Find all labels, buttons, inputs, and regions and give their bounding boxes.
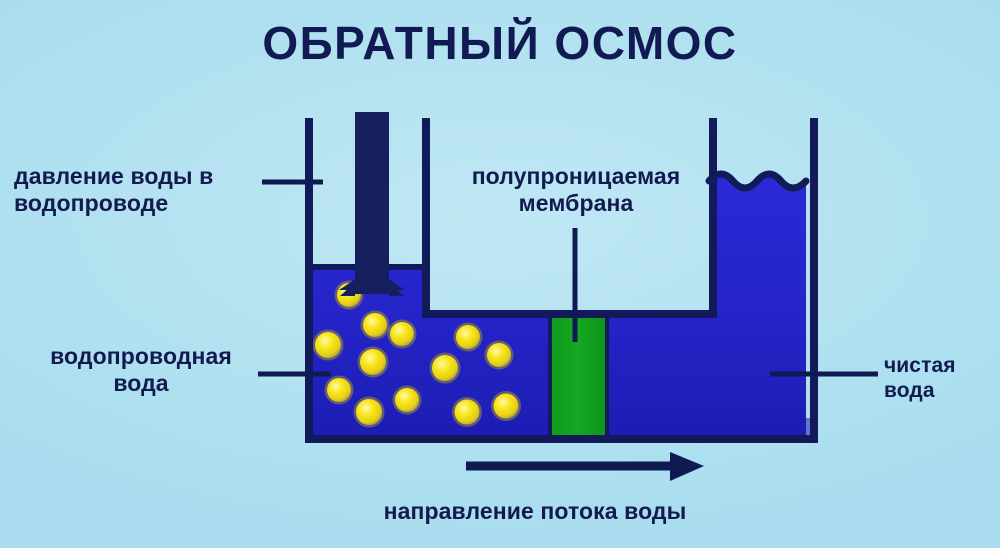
particle	[315, 332, 341, 358]
particle	[487, 343, 511, 367]
pressure-arrow	[339, 112, 405, 296]
particle	[356, 399, 382, 425]
label-water-pressure-line2: водопроводе	[14, 190, 169, 217]
membrane-body[interactable]	[548, 311, 609, 439]
label-water-pressure: давление воды в водопроводе	[14, 163, 266, 217]
label-tap-water-line2: вода	[113, 370, 169, 397]
particle	[327, 378, 351, 402]
particle	[360, 349, 386, 375]
semipermeable-membrane[interactable]	[548, 311, 609, 439]
particle	[456, 325, 480, 349]
particle	[432, 355, 458, 381]
flow-direction-arrow	[466, 452, 704, 481]
label-membrane-line2: мембрана	[518, 190, 634, 217]
pressure-arrow-shaft	[355, 112, 389, 294]
label-semipermeable-membrane: полупроницаемая мембрана	[440, 163, 712, 217]
page-title: ОБРАТНЫЙ ОСМОС	[262, 17, 738, 69]
leader-lines	[258, 179, 878, 377]
label-flow-direction: направление потока воды	[383, 498, 687, 524]
label-tap-water-line1: водопроводная	[50, 343, 232, 369]
pressure-arrow-head	[339, 268, 405, 290]
particle	[454, 399, 480, 425]
particle-group	[313, 280, 521, 428]
label-water-pressure-line1: давление воды в	[14, 163, 214, 189]
particle	[363, 313, 387, 337]
particle	[390, 322, 414, 346]
label-clean-water-line2: вода	[884, 378, 935, 402]
particle	[493, 393, 519, 419]
label-clean-water-line1: чистая	[884, 354, 956, 377]
label-clean-water: чистая вода	[884, 354, 996, 404]
flow-arrow-head	[670, 452, 704, 481]
particle	[395, 388, 419, 412]
label-membrane-line1: полупроницаемая	[471, 163, 681, 189]
right-tube-wave-surface	[705, 170, 810, 192]
label-tap-water: водопроводная вода	[22, 343, 260, 397]
vessel-outline	[305, 118, 818, 443]
